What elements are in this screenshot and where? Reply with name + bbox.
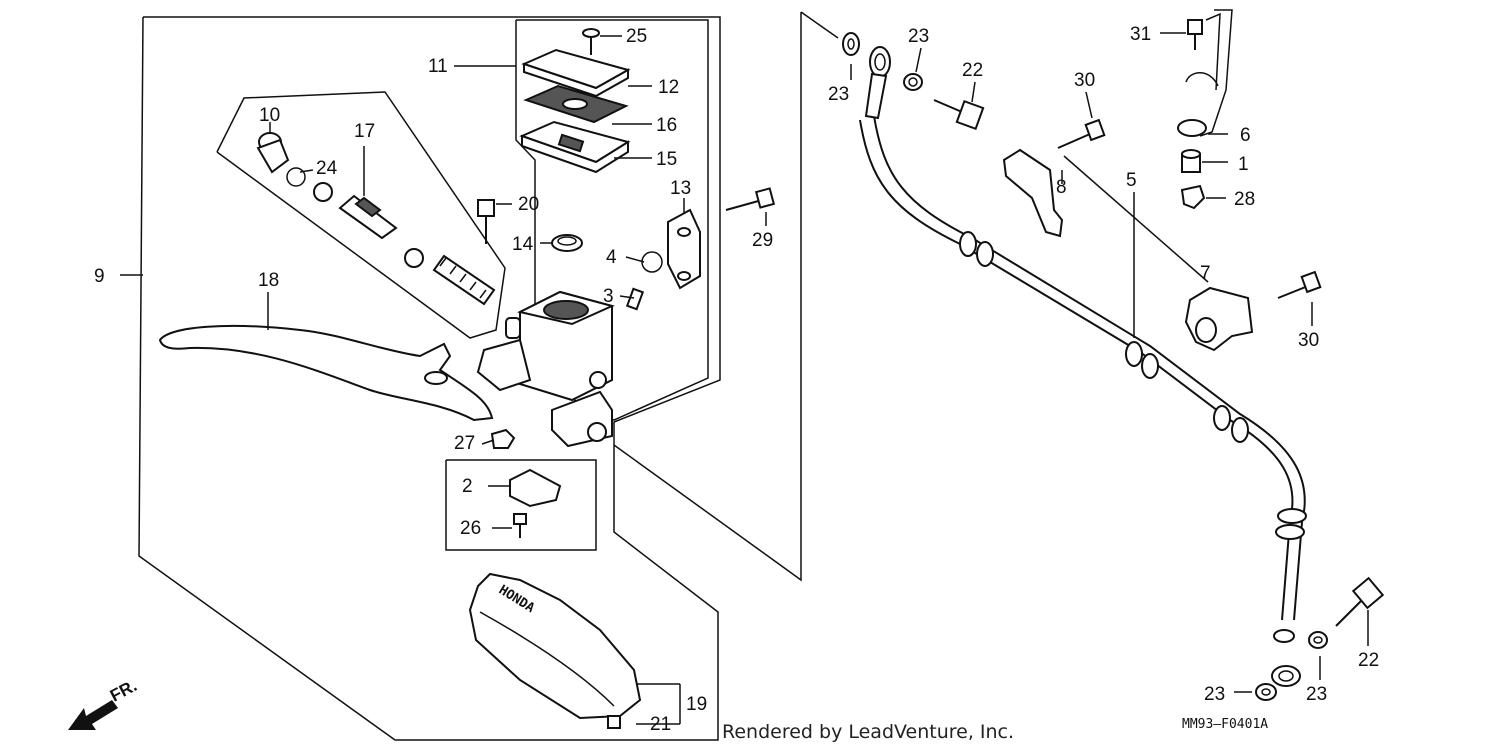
callout-7: 7	[1200, 263, 1211, 284]
reservoir-cap-12	[521, 48, 631, 98]
washer-23-top-right	[903, 73, 923, 91]
callout-17: 17	[354, 121, 375, 142]
callout-30-lower: 30	[1298, 330, 1319, 351]
knuckle-guard-19: HONDA	[468, 572, 642, 720]
render-credit: Rendered by LeadVenture, Inc.	[722, 721, 1014, 743]
callout-5: 5	[1126, 170, 1137, 191]
hose-clamp-8	[1002, 148, 1064, 238]
callout-18: 18	[258, 270, 279, 291]
callout-2: 2	[462, 476, 473, 497]
callout-14: 14	[512, 234, 534, 255]
front-stop-switch-2	[509, 468, 562, 508]
bracket-6	[1177, 9, 1233, 137]
callout-8: 8	[1056, 177, 1067, 198]
callout-6: 6	[1240, 125, 1251, 146]
callout-4: 4	[606, 247, 617, 268]
nut-27	[490, 428, 516, 449]
callout-21: 21	[650, 714, 671, 735]
callout-30-upper: 30	[1074, 70, 1095, 91]
front-arrow-icon	[68, 700, 118, 730]
collar-1	[1181, 149, 1201, 173]
callout-24: 24	[316, 158, 338, 179]
hose-clamp-7	[1184, 286, 1254, 352]
diaphragm-plate-16	[523, 84, 629, 124]
bolt-29	[725, 187, 776, 211]
screw-21	[607, 715, 621, 729]
callout-15: 15	[656, 149, 677, 170]
washer-23-bottom-left	[1255, 683, 1277, 701]
frame-hose-leader	[800, 11, 839, 39]
bolt-30-upper	[1057, 118, 1106, 149]
frame-switch-2	[445, 459, 597, 551]
leader-lines	[120, 32, 1369, 725]
banjo-bolt-22-top	[933, 99, 985, 131]
master-cylinder-body	[476, 290, 615, 448]
callout-31: 31	[1130, 24, 1151, 45]
callout-9: 9	[94, 266, 105, 287]
callout-10: 10	[259, 105, 280, 126]
callout-3: 3	[603, 286, 614, 307]
washer-23-bottom-right	[1308, 631, 1328, 649]
callout-1: 1	[1238, 154, 1249, 175]
callout-12: 12	[658, 77, 679, 98]
callout-26: 26	[460, 518, 481, 539]
banjo-bolt-22-bottom	[1335, 576, 1385, 627]
piston-set-17	[313, 182, 496, 306]
callout-19: 19	[686, 694, 707, 715]
callout-22-top: 22	[962, 60, 983, 81]
bolt-20	[477, 199, 495, 244]
front-direction-indicator: FR.	[68, 676, 140, 730]
frame-cap-assembly-11	[515, 19, 709, 421]
callout-11: 11	[428, 56, 448, 77]
bolt-31	[1187, 19, 1203, 50]
callout-23-top-left: 23	[828, 84, 849, 105]
hose-banjo-bottom	[1271, 665, 1301, 687]
circlip-24	[286, 167, 306, 187]
brake-hose-5	[859, 115, 1307, 643]
stop-switch-3	[625, 287, 645, 311]
callout-20: 20	[518, 194, 539, 215]
seal-ring-14	[551, 234, 583, 252]
callout-27: 27	[454, 433, 475, 454]
screw-25	[582, 28, 600, 55]
callout-16: 16	[656, 115, 677, 136]
frame-assembly-9	[138, 16, 721, 741]
callout-23-bottom-right: 23	[1306, 684, 1327, 705]
clip-4	[641, 251, 663, 273]
hose-banjo-top	[864, 46, 891, 120]
callout-25: 25	[626, 26, 647, 47]
diaphragm-15	[519, 120, 631, 174]
screw-26	[513, 513, 527, 538]
diagram-code: MM93–F0401A	[1182, 717, 1268, 732]
boot-10	[256, 132, 290, 174]
washer-23-top-left	[842, 32, 860, 56]
frame-hose-bracket	[613, 12, 802, 582]
frame-piston-kit-17	[216, 91, 506, 339]
callout-23-bottom-left: 23	[1204, 684, 1225, 705]
callouts: 1 2 3 4 5 6 7 8 9 10 11 12 13 14 15 16 1…	[94, 24, 1379, 735]
callout-13: 13	[670, 178, 691, 199]
callout-22-bottom: 22	[1358, 650, 1379, 671]
brake-lever-18	[158, 324, 494, 422]
nut-28	[1180, 184, 1206, 210]
callout-29: 29	[752, 230, 773, 251]
holder-13	[667, 208, 701, 290]
bolt-30-lower	[1277, 270, 1322, 299]
callout-23-top-right: 23	[908, 26, 929, 47]
callout-28: 28	[1234, 189, 1255, 210]
